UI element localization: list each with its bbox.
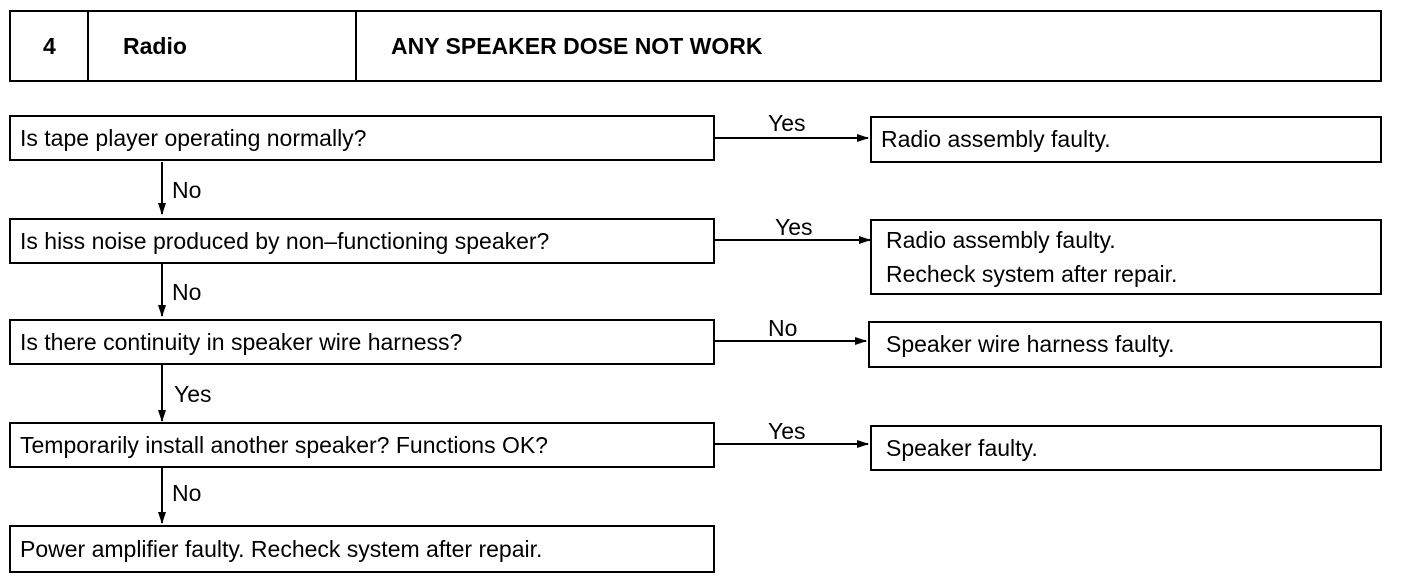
system-name: Radio [89,12,357,80]
branch-label-down-1: No [172,177,202,203]
result-box-2: Radio assembly faulty. Recheck system af… [870,219,1382,295]
branch-label-side-1: Yes [768,110,806,136]
result-line: Radio assembly faulty. [886,226,1116,253]
section-number: 4 [11,12,89,80]
question-box-1: Is tape player operating normally? [9,115,715,161]
result-line: Speaker faulty. [886,434,1038,461]
question-text: Is hiss noise produced by non–functionin… [20,227,550,254]
header-bar: 4 Radio ANY SPEAKER DOSE NOT WORK [9,10,1382,82]
question-box-3: Is there continuity in speaker wire harn… [9,319,715,365]
result-line: Radio assembly faulty. [881,126,1111,153]
question-box-2: Is hiss noise produced by non–functionin… [9,218,715,264]
branch-label-side-3: No [768,315,798,341]
result-line: Speaker wire harness faulty. [886,331,1175,358]
result-box-3: Speaker wire harness faulty. [868,321,1382,368]
result-box-1: Radio assembly faulty. [870,116,1382,163]
final-result-text: Power amplifier faulty. Recheck system a… [20,535,543,562]
branch-label-side-2: Yes [775,214,813,240]
question-text: Is there continuity in speaker wire harn… [20,328,463,355]
result-line: Recheck system after repair. [886,261,1178,287]
branch-label-down-2: No [172,279,202,305]
final-result-box: Power amplifier faulty. Recheck system a… [9,525,715,573]
branch-label-down-3: Yes [174,381,212,407]
question-text: Temporarily install another speaker? Fun… [20,431,548,458]
result-box-4: Speaker faulty. [870,425,1382,471]
question-text: Is tape player operating normally? [20,124,367,151]
branch-label-side-4: Yes [768,418,806,444]
branch-label-down-4: No [172,480,202,506]
question-box-4: Temporarily install another speaker? Fun… [9,422,715,468]
page-title: ANY SPEAKER DOSE NOT WORK [391,32,763,59]
